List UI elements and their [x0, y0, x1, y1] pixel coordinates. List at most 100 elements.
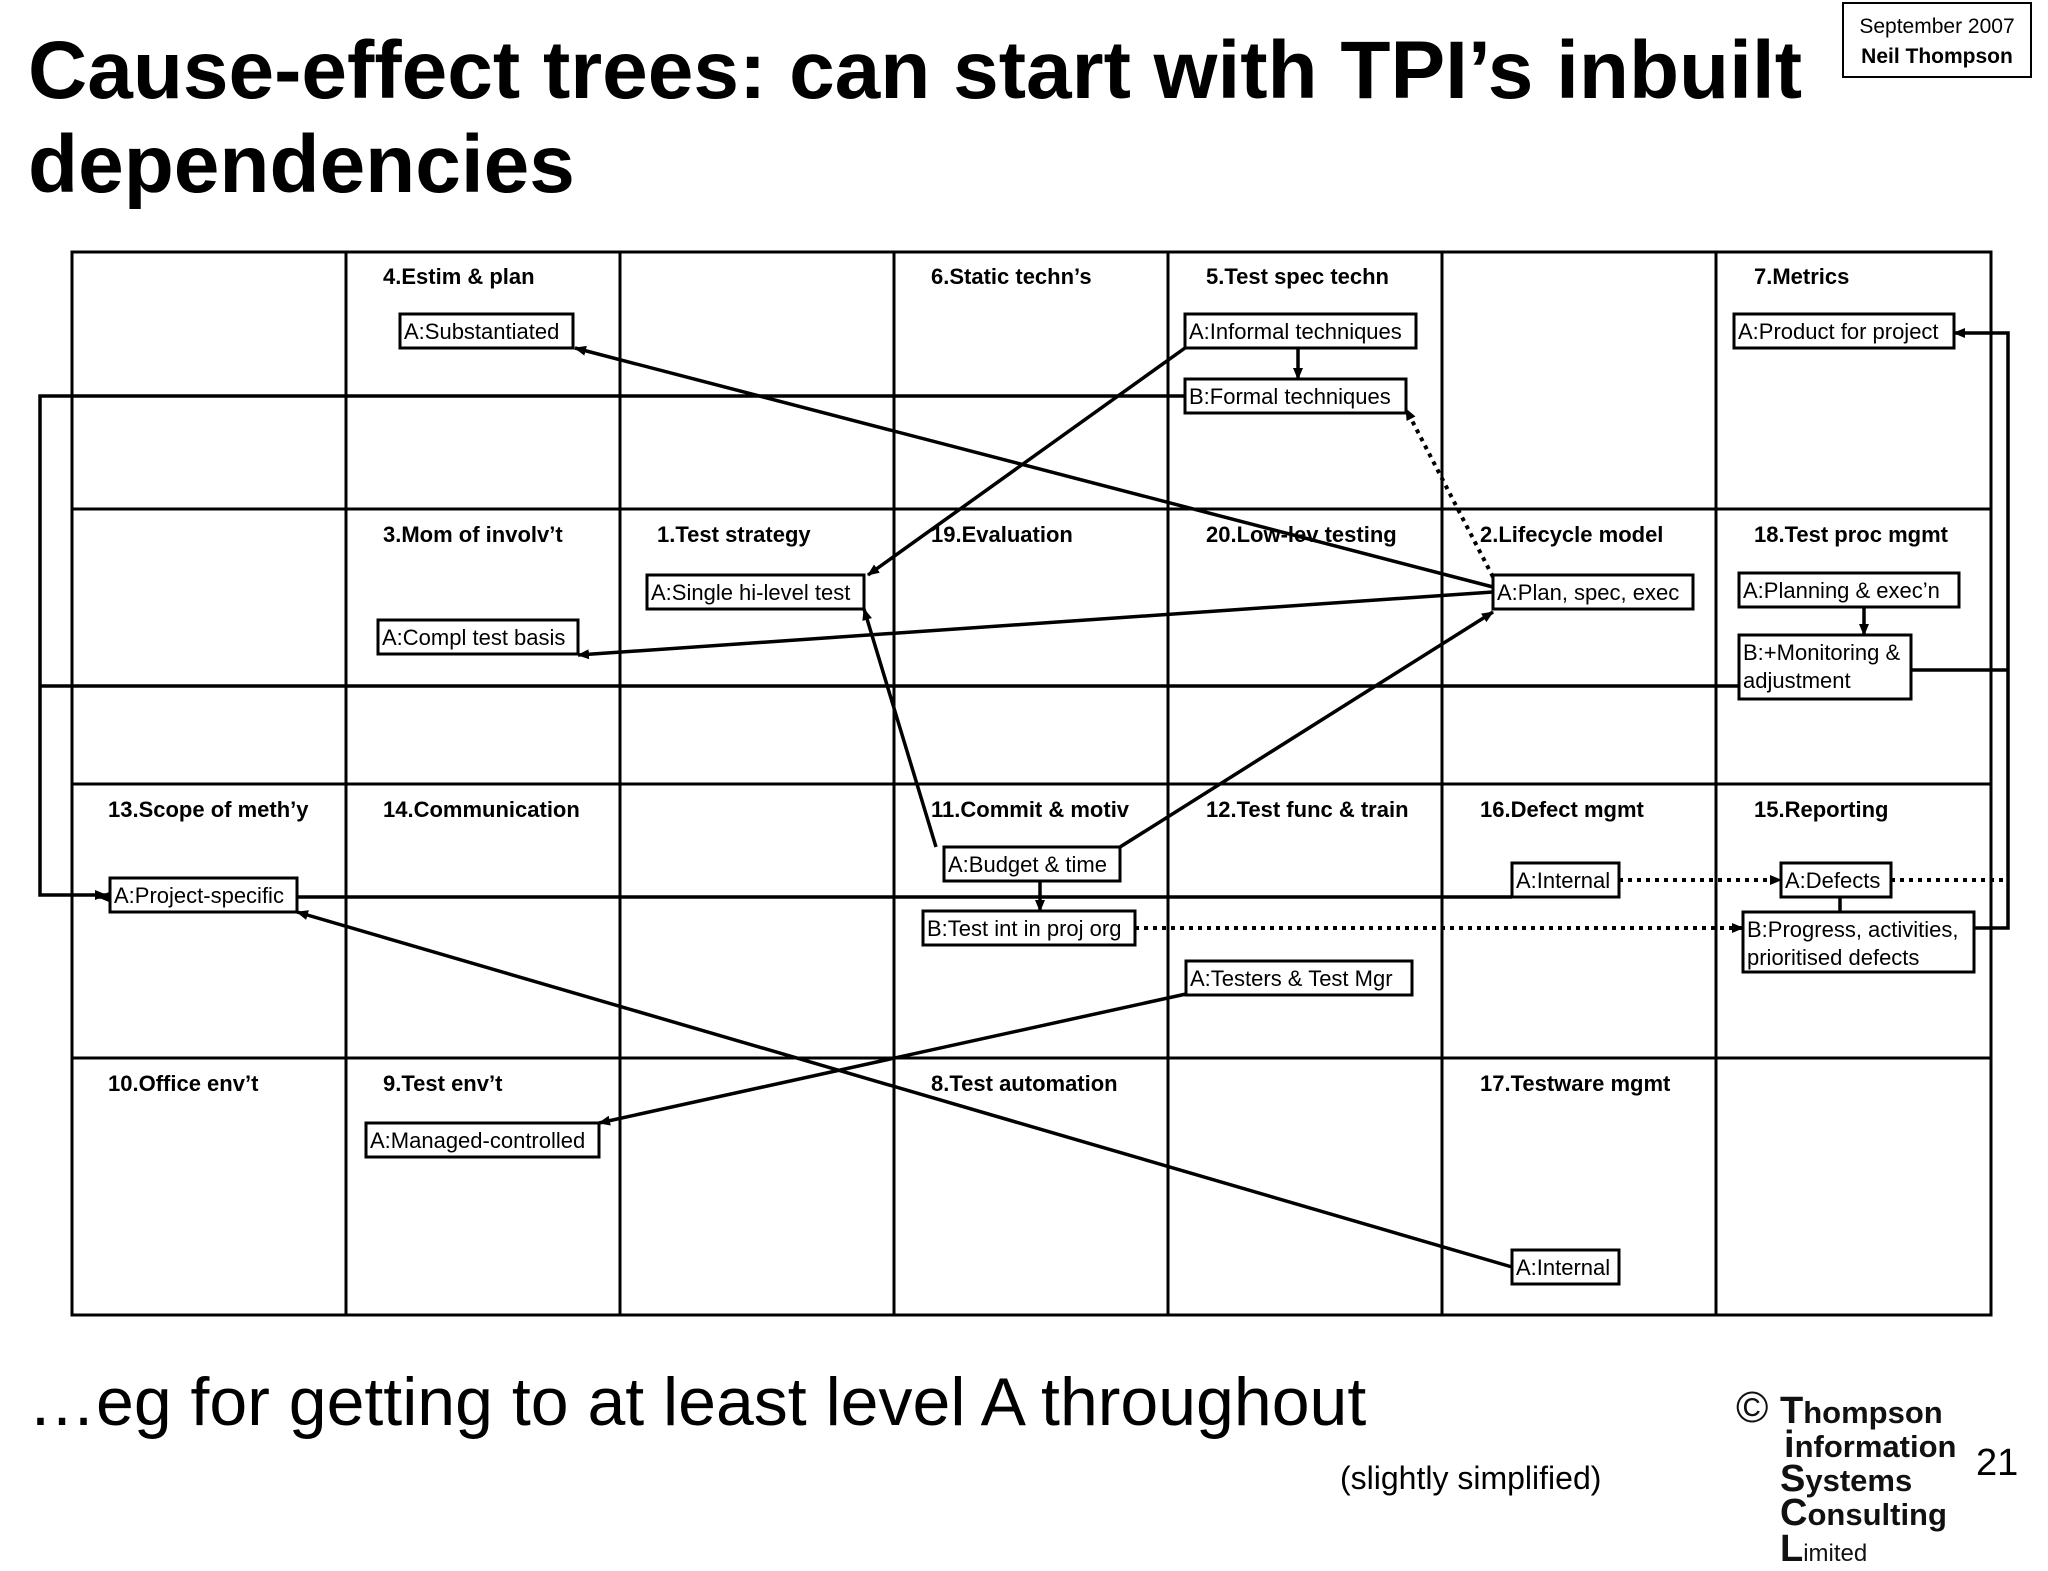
dependency-arrow — [577, 590, 1494, 660]
dependency-arrow — [862, 608, 938, 848]
cell-header-test-spec-techn: 5.Test spec techn — [1206, 264, 1389, 289]
level-box-label: prioritised defects — [1747, 945, 1919, 970]
level-box-b4A: A:Substantiated — [398, 312, 575, 350]
level-box-b9A: A:Managed-controlled — [364, 1121, 601, 1159]
tpi-dependency-diagram: 4.Estim & plan 6.Static techn’s 5.Test s… — [38, 250, 2010, 1317]
footer-text: …eg for getting to at least level A thro… — [28, 1364, 1367, 1440]
company-logo: © Thompson information Systems Consultin… — [1736, 1383, 2036, 1569]
level-box-frame — [1741, 910, 1976, 974]
dependency-arrow — [296, 910, 1513, 1269]
level-box-b2A: A:Plan, spec, exec — [1491, 573, 1695, 611]
level-box-b13A: A:Project-specific — [108, 876, 299, 914]
cell-header-test-proc-mgmt: 18.Test proc mgmt — [1754, 522, 1949, 547]
level-box-frame — [1737, 571, 1961, 609]
date-author-box: September 2007 Neil Thompson — [1842, 2, 2032, 78]
level-box-label: A:Informal techniques — [1189, 319, 1402, 344]
dependency-arrow — [866, 346, 1187, 577]
dependency-arrows — [38, 328, 2010, 1269]
level-box-label: A:Single hi-level test — [651, 580, 850, 605]
level-box-label: A:Product for project — [1738, 319, 1939, 344]
level-box-frame — [645, 573, 866, 611]
level-box-b3A: A:Compl test basis — [376, 618, 580, 656]
level-box-frame — [108, 876, 299, 914]
level-box-frame — [398, 312, 575, 350]
cell-header-testware-mgmt: 17.Testware mgmt — [1480, 1071, 1671, 1096]
level-box-label: A:Planning & exec’n — [1743, 578, 1940, 603]
cell-header-test-envt: 9.Test env’t — [383, 1071, 503, 1096]
cell-header-static-techn: 6.Static techn’s — [931, 264, 1092, 289]
level-box-label: B:+Monitoring & — [1743, 640, 1900, 665]
level-box-frame — [364, 1121, 601, 1159]
slide-title: Cause-effect trees: can start with TPI’s… — [28, 25, 1803, 210]
cell-header-mom-of-involvt: 3.Mom of involv’t — [383, 522, 563, 547]
cell-header-reporting: 15.Reporting — [1754, 797, 1888, 822]
logo-line-consulting: Consulting Limited — [1780, 1492, 1947, 1570]
level-box-b11B: B:Test int in proj org — [921, 909, 1137, 947]
level-box-label: B:Test int in proj org — [927, 916, 1121, 941]
level-box-b11A: A:Budget & time — [942, 845, 1122, 883]
level-box-b16A: A:Internal — [1510, 861, 1621, 899]
cell-header-test-func-train: 12.Test func & train — [1206, 797, 1409, 822]
level-box-frame — [376, 618, 580, 656]
level-box-frame — [1510, 861, 1621, 899]
level-box-b12A: A:Testers & Test Mgr — [1184, 959, 1414, 997]
dependency-arrow — [574, 345, 1494, 589]
level-box-label: A:Internal — [1516, 1255, 1610, 1280]
level-box-frame — [921, 909, 1137, 947]
logo-line-systems: Systems — [1780, 1458, 1913, 1500]
dependency-arrow — [598, 992, 1187, 1126]
dependency-arrow — [1953, 328, 2010, 930]
dependency-arrow — [38, 394, 1185, 900]
date-label: September 2007 — [1859, 15, 2015, 38]
dependency-arrow — [1119, 610, 1494, 849]
level-box-label: A:Budget & time — [948, 852, 1107, 877]
level-box-frame — [1491, 573, 1695, 611]
level-box-b5B: B:Formal techniques — [1183, 377, 1408, 415]
logo-line-thompson: Thompson — [1780, 1390, 1943, 1432]
matrix-grid — [70, 250, 1993, 1317]
level-box-frame — [942, 845, 1122, 883]
level-box-frame — [1779, 861, 1893, 899]
level-box-label: B:Formal techniques — [1189, 384, 1391, 409]
logo-line-information: information — [1784, 1424, 1957, 1466]
cell-header-evaluation: 19.Evaluation — [931, 522, 1073, 547]
level-box-label: A:Compl test basis — [382, 625, 565, 650]
level-box-b18A: A:Planning & exec’n — [1737, 571, 1961, 609]
level-box-frame — [1510, 1248, 1621, 1286]
cell-header-defect-mgmt: 16.Defect mgmt — [1480, 797, 1645, 822]
level-box-label: A:Internal — [1516, 868, 1610, 893]
level-box-b1A: A:Single hi-level test — [645, 573, 866, 611]
level-box-frame — [1737, 633, 1913, 701]
level-box-b15A: A:Defects — [1779, 861, 1893, 899]
footnote: (slightly simplified) — [1340, 1460, 1602, 1496]
level-box-b17A: A:Internal — [1510, 1248, 1621, 1286]
dependency-arrow — [1404, 408, 1495, 578]
level-box-label: B:Progress, activities, — [1747, 917, 1959, 942]
author-label: Neil Thompson — [1861, 45, 2013, 68]
level-box-label: A:Testers & Test Mgr — [1190, 966, 1393, 991]
page-number: 21 — [1976, 1442, 2019, 1484]
level-box-b18B: B:+Monitoring & adjustment — [1737, 633, 1913, 701]
level-box-label: A:Plan, spec, exec — [1497, 580, 1679, 605]
level-box-frame — [1184, 959, 1414, 997]
level-box-label: A:Managed-controlled — [370, 1128, 585, 1153]
level-box-label: adjustment — [1743, 668, 1851, 693]
copyright-icon: © — [1736, 1383, 1769, 1432]
cell-header-lifecycle-model: 2.Lifecycle model — [1480, 522, 1663, 547]
level-box-frame — [1183, 377, 1408, 415]
cell-header-commit-motiv: 11.Commit & motiv — [931, 797, 1130, 822]
level-box-label: A:Project-specific — [114, 883, 284, 908]
cell-header-low-lev-testing: 20.Low-lev testing — [1206, 522, 1397, 547]
level-box-b5A: A:Informal techniques — [1183, 312, 1418, 350]
cell-header-scope-of-methy: 13.Scope of meth’y — [108, 797, 309, 822]
cell-header-office-envt: 10.Office env’t — [108, 1071, 259, 1096]
level-box-frame — [1732, 312, 1956, 350]
level-box-label: A:Defects — [1785, 868, 1880, 893]
level-box-b7A: A:Product for project — [1732, 312, 1956, 350]
cell-header-communication: 14.Communication — [383, 797, 580, 822]
level-box-b15B: B:Progress, activities, prioritised defec… — [1741, 910, 1976, 974]
level-boxes: A:Substantiated A:Informal techniquesB:Fo… — [108, 312, 1976, 1286]
cell-header-test-strategy: 1.Test strategy — [657, 522, 811, 547]
level-box-frame — [1183, 312, 1418, 350]
cell-header-metrics: 7.Metrics — [1754, 264, 1849, 289]
